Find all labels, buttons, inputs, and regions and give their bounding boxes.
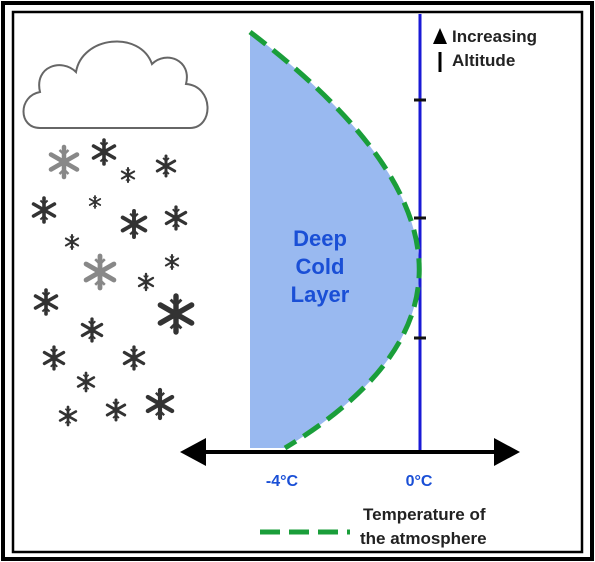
snowflake-icon <box>51 147 77 177</box>
snowflake-icon <box>120 209 148 239</box>
altitude-label-line1: Increasing <box>452 27 537 46</box>
temperature-axis <box>180 438 520 466</box>
snowflake-icon <box>120 166 136 184</box>
inner-frame <box>11 10 584 554</box>
snowflake-icon <box>137 272 155 292</box>
legend-label-line2: the atmosphere <box>360 529 487 548</box>
altitude-label-line2: Altitude <box>452 51 515 70</box>
altitude-ticks <box>414 98 426 340</box>
snowflake-icon <box>122 345 146 371</box>
snowflake-icon <box>88 195 102 209</box>
temperature-curve <box>248 30 422 451</box>
legend: Temperature of the atmosphere <box>260 505 487 548</box>
snowflake-icon <box>160 296 191 332</box>
layer-label: Deep Cold Layer <box>291 226 350 307</box>
cloud-icon <box>22 40 209 129</box>
layer-label-line3: Layer <box>291 282 350 307</box>
snowfall <box>31 138 192 427</box>
snowflake-icon <box>64 233 80 251</box>
legend-label-line1: Temperature of <box>363 505 486 524</box>
snowflake-icon <box>31 196 57 224</box>
left-arrow-icon <box>180 438 206 466</box>
snowflake-icon <box>91 138 117 166</box>
tick-label-zero: 0°C <box>406 473 433 490</box>
layer-label-line1: Deep <box>293 226 347 251</box>
snowflake-icon <box>33 288 59 316</box>
tick-label-minus4: -4°C <box>266 473 299 490</box>
layer-label-line2: Cold <box>296 254 345 279</box>
snowflake-icon <box>148 390 172 418</box>
snowflake-icon <box>80 317 104 343</box>
snowflake-icon <box>164 205 188 231</box>
snowflake-icon <box>76 371 96 393</box>
snowflake-icon <box>164 253 180 271</box>
snowflake-icon <box>86 256 114 288</box>
snowflake-icon <box>105 398 127 422</box>
snowflake-icon <box>42 345 66 371</box>
cold-layer-region <box>250 32 420 448</box>
snowflake-icon <box>58 405 78 427</box>
right-arrow-icon <box>494 438 520 466</box>
snowflake-icon <box>155 154 177 178</box>
up-arrow-icon <box>433 28 447 72</box>
